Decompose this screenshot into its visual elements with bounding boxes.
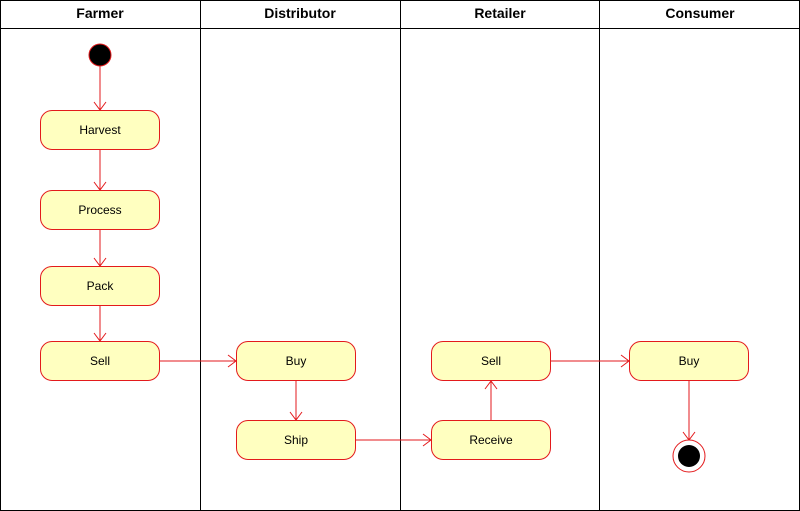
lane-header-consumer: Consumer [665,5,735,21]
activity-consumer-buy: Buy [629,341,749,381]
activity-farmer-sell: Sell [40,341,160,381]
activity-process: Process [40,190,160,230]
flow-arrow [551,354,630,368]
special-node-layer [88,43,706,473]
flow-arrow [682,381,696,441]
start-node [88,43,112,67]
flow-layer [93,66,696,447]
activity-ship: Ship [236,420,356,460]
flow-arrow [93,150,107,191]
end-node [678,445,700,467]
flow-arrow [93,66,107,111]
flow-arrow [356,433,432,447]
activity-harvest: Harvest [40,110,160,150]
flow-arrow [93,230,107,267]
activity-receive: Receive [431,420,551,460]
flow-arrow [289,381,303,421]
lane-header-retailer: Retailer [474,5,526,21]
lane-header-farmer: Farmer [76,5,124,21]
activity-retailer-sell: Sell [431,341,551,381]
flow-arrow [160,354,237,368]
activity-distributor-buy: Buy [236,341,356,381]
lane-header-distributor: Distributor [264,5,336,21]
activity-pack: Pack [40,266,160,306]
flow-arrow [484,380,498,420]
flow-arrow [93,306,107,342]
